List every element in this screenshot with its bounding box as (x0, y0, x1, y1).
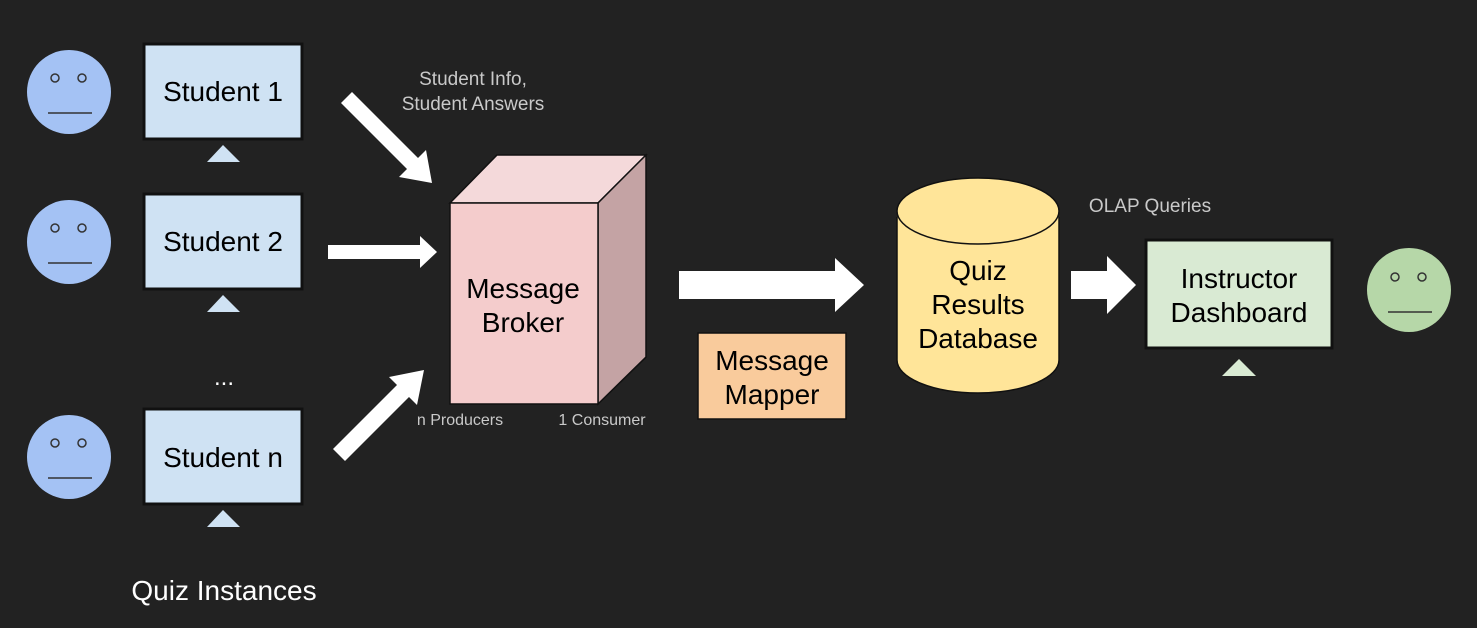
message-mapper-box (697, 332, 847, 420)
olap-queries-label: OLAP Queries (1089, 196, 1211, 217)
n-producers-label: n Producers (417, 412, 503, 429)
arrow-student-n-to-broker (333, 370, 424, 461)
arrow-broker-to-database (679, 258, 864, 312)
student-n-monitor-icon (142, 407, 304, 527)
arrow-student-1-to-broker (341, 92, 432, 183)
student-info-label: Student Info, (419, 69, 527, 90)
one-consumer-label: 1 Consumer (558, 412, 646, 429)
message-broker-cube (448, 153, 648, 406)
message-mapper-label-line1: Message (715, 345, 829, 376)
instructor-face-icon (1367, 248, 1451, 332)
student-1-face-icon (27, 50, 111, 134)
message-broker-label-line1: Message (466, 273, 580, 304)
dashboard-label-line2: Dashboard (1171, 297, 1308, 328)
arrow-database-to-dashboard (1071, 256, 1136, 314)
student-2-face-icon (27, 200, 111, 284)
student-n-label: Student n (163, 442, 283, 473)
database-cylinder-icon (896, 177, 1060, 394)
student-row-1: Student 1 (27, 42, 304, 162)
dashboard-monitor-icon (1144, 238, 1334, 376)
student-2-monitor-icon (142, 192, 304, 312)
student-row-2: Student 2 (27, 192, 304, 312)
arrow-student-2-to-broker (328, 236, 437, 268)
student-2-label: Student 2 (163, 226, 283, 257)
database-label-line3: Database (918, 323, 1038, 354)
student-row-n: Student n (27, 407, 304, 527)
dashboard-label-line1: Instructor (1181, 263, 1298, 294)
database-label-line1: Quiz (949, 255, 1007, 286)
student-1-label: Student 1 (163, 76, 283, 107)
database-label-line2: Results (931, 289, 1024, 320)
student-answers-label: Student Answers (402, 94, 545, 115)
message-broker-label-line2: Broker (482, 307, 564, 338)
student-1-monitor-icon (142, 42, 304, 162)
student-n-face-icon (27, 415, 111, 499)
quiz-instances-label: Quiz Instances (131, 575, 316, 606)
message-mapper-label-line2: Mapper (725, 379, 820, 410)
student-ellipsis: ... (214, 364, 234, 391)
